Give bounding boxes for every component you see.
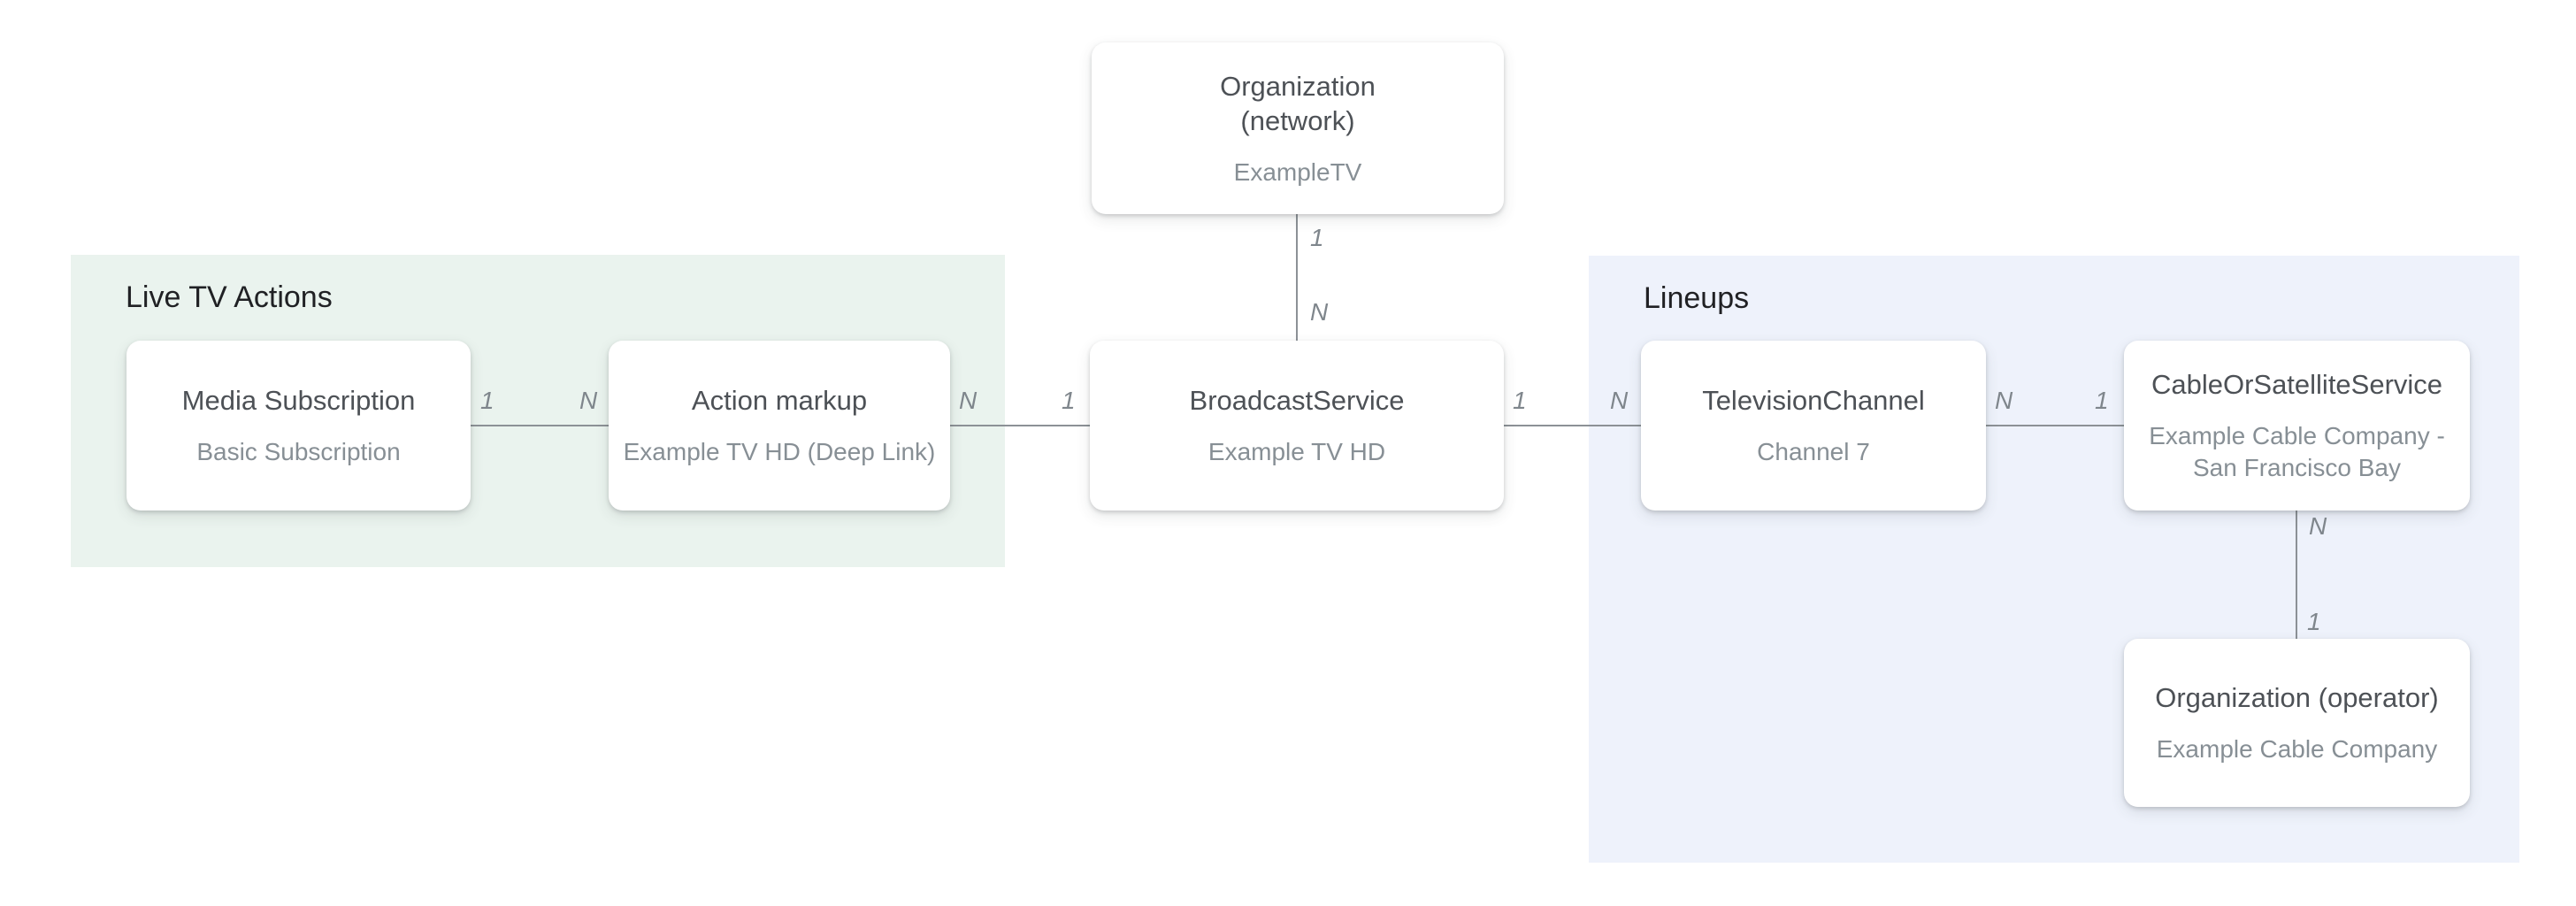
node-title-line: CableOrSatelliteService — [2150, 369, 2443, 400]
node-title: Action markup — [692, 383, 867, 418]
node-cable-or-satellite-service: CableOrSatelliteService Example Cable Co… — [2124, 341, 2470, 511]
node-action-markup: Action markup Example TV HD (Deep Link) — [609, 341, 950, 511]
edge-channel-to-cable — [1986, 425, 2124, 426]
edge-network-to-broadcast — [1296, 214, 1298, 341]
node-title-line: Organization — [1220, 70, 1376, 102]
node-title: Media Subscription — [182, 383, 416, 418]
edge-cable-to-operator — [2296, 511, 2297, 639]
cardinality-label-operator-side: 1 — [2307, 608, 2321, 635]
node-title: BroadcastService — [1190, 383, 1405, 418]
node-subtitle: Example Cable Company - San Francisco Ba… — [2149, 420, 2445, 484]
node-title: Organization (operator) — [2155, 680, 2439, 715]
node-title-line: (network) — [1240, 104, 1355, 136]
cardinality-label-cable-bottom-side: N — [2309, 512, 2327, 540]
node-subtitle-line: Example TV HD (Deep Link) — [623, 438, 936, 465]
node-subtitle: Example TV HD — [1208, 436, 1385, 468]
node-subtitle-line: ExampleTV — [1233, 157, 1362, 186]
cardinality-label-broadcast-top-side: N — [1310, 298, 1329, 326]
node-media-subscription: Media Subscription Basic Subscription — [126, 341, 471, 511]
node-title-line: Media Subscription — [181, 385, 416, 416]
node-subtitle-line: Example Cable Company - — [2149, 422, 2445, 449]
node-title-line: Organization (operator) — [2155, 682, 2439, 713]
edge-broadcast-to-channel — [1504, 425, 1641, 426]
node-subtitle-line: Basic Subscription — [196, 438, 401, 465]
node-subtitle-line: Example Cable Company — [2156, 735, 2438, 763]
cardinality-label-action-right-side: N — [959, 387, 978, 414]
cardinality-label-channel-right-side: N — [1995, 387, 2013, 414]
cardinality-label-media-side: 1 — [480, 387, 494, 414]
node-subtitle-line: San Francisco Bay — [2193, 454, 2401, 481]
node-television-channel: TelevisionChannel Channel 7 — [1641, 341, 1986, 511]
node-subtitle-line: Channel 7 — [1757, 438, 1870, 465]
node-title: TelevisionChannel — [1702, 383, 1925, 418]
cardinality-label-broadcast-right-side: 1 — [1513, 387, 1527, 414]
cardinality-label-action-left-side: N — [579, 387, 598, 414]
cardinality-label-cable-left-side: 1 — [2095, 387, 2109, 414]
edge-media-to-action — [471, 425, 609, 426]
node-subtitle: Example TV HD (Deep Link) — [624, 436, 936, 468]
node-subtitle: Basic Subscription — [196, 436, 400, 468]
node-title-line: Action markup — [691, 385, 868, 416]
node-organization-operator: Organization (operator) Example Cable Co… — [2124, 639, 2470, 807]
node-subtitle-line: Example TV HD — [1208, 438, 1386, 465]
cardinality-label-network-side: 1 — [1310, 224, 1324, 251]
node-subtitle: Channel 7 — [1757, 436, 1870, 468]
node-subtitle: Example Cable Company — [2157, 733, 2438, 765]
node-title-line: TelevisionChannel — [1702, 385, 1925, 416]
node-broadcast-service: BroadcastService Example TV HD — [1090, 341, 1504, 511]
node-title-line: BroadcastService — [1189, 385, 1405, 416]
region-title-live-tv-actions: Live TV Actions — [126, 280, 333, 314]
cardinality-label-broadcast-left-side: 1 — [1062, 387, 1076, 414]
region-title-lineups: Lineups — [1644, 281, 1750, 315]
cardinality-label-channel-left-side: N — [1610, 387, 1629, 414]
node-organization-network: Organization (network) ExampleTV — [1092, 42, 1504, 214]
node-title: CableOrSatelliteService — [2151, 367, 2442, 402]
node-subtitle: ExampleTV — [1234, 157, 1362, 188]
edge-action-to-broadcast — [950, 425, 1090, 426]
node-title: Organization (network) — [1220, 69, 1376, 138]
